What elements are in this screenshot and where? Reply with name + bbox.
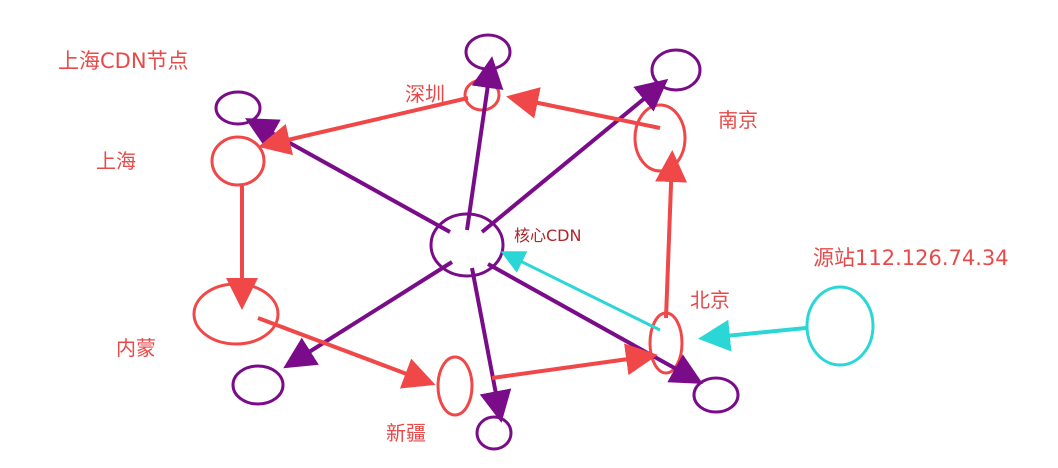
label-shanghai-cdn-nodes: 上海CDN节点: [58, 49, 189, 73]
cyan-arrow-origin-to-beijing: [698, 319, 807, 352]
core-cdn-node: [429, 212, 505, 278]
purple-arrow-to-bottom: [470, 267, 512, 423]
shenzhen-node: [463, 78, 501, 112]
red-arrow-shenzhen-to-shanghai: [258, 96, 469, 156]
red-arrow-beijing-to-nanjing: [655, 150, 688, 319]
purple-node-top-left: [214, 90, 262, 126]
label-shanghai: 上海: [96, 149, 136, 173]
purple-arrow-to-top: [465, 56, 504, 231]
purple-arrow-to-bottom-left: [283, 260, 454, 369]
nanjing-node: [633, 103, 687, 173]
purple-node-bottom-left: [231, 364, 285, 406]
purple-node-top-right: [650, 48, 702, 92]
purple-node-bottom-right: [692, 376, 740, 414]
label-core-cdn: 核心CDN: [514, 226, 581, 245]
shanghai-node: [210, 135, 266, 187]
red-arrow-xinjiang-to-beijing: [491, 343, 658, 380]
red-arrow-nanjing-to-shenzhen: [506, 87, 661, 130]
label-nanjing: 南京: [718, 108, 758, 132]
label-origin: 源站112.126.74.34: [813, 246, 1009, 270]
label-neimeng: 内蒙: [116, 336, 156, 360]
xinjiang-node: [436, 355, 474, 417]
neimeng-node: [192, 282, 280, 346]
purple-node-top: [464, 33, 512, 71]
label-shenzhen: 深圳: [405, 82, 445, 106]
cyan-arrow-beijing-to-core: [500, 251, 661, 332]
label-beijing: 北京: [690, 288, 730, 312]
label-xinjiang: 新疆: [386, 421, 426, 445]
origin-node: [805, 285, 875, 367]
red-arrow-neimeng-to-xinjiang: [257, 316, 436, 389]
purple-arrow-to-bottom-right: [487, 262, 703, 384]
purple-arrow-to-top-right: [480, 78, 669, 234]
purple-node-bottom: [475, 415, 513, 451]
purple-arrow-to-top-left: [245, 118, 451, 234]
